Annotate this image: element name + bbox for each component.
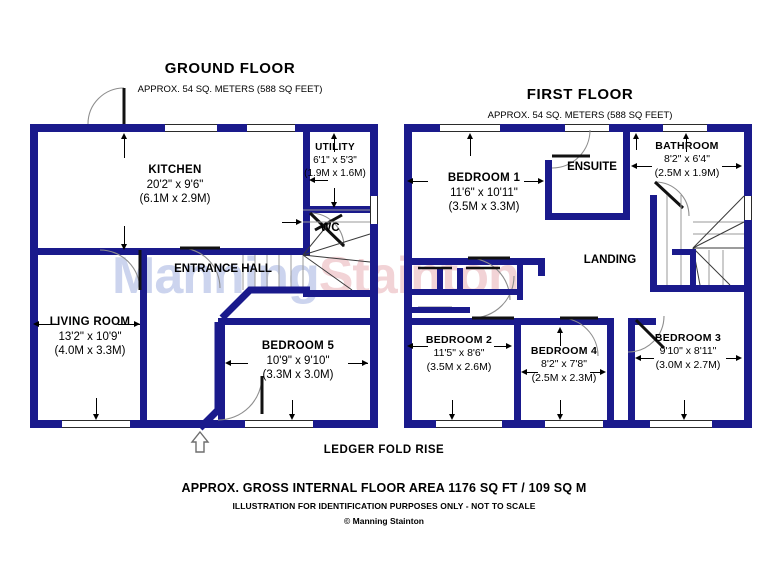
- room-bathroom-metric: (2.5M x 1.9M): [654, 166, 720, 179]
- gf-window-top-1: [165, 124, 217, 132]
- room-bedroom3-imperial: 9'10" x 8'11": [659, 345, 717, 358]
- room-utility-metric: (1.9M x 1.6M): [304, 167, 366, 179]
- room-bedroom4: BEDROOM 4 8'2" x 7'8" (2.5M x 2.3M): [515, 345, 613, 385]
- gf-wall-hall-angled: [197, 322, 222, 431]
- room-living-imperial: 13'2" x 10'9": [58, 330, 122, 343]
- gf-window-bottom-2: [245, 420, 313, 428]
- room-bathroom-imperial: 8'2" x 6'4": [664, 153, 710, 166]
- room-utility-imperial: 6'1" x 5'3": [313, 154, 357, 166]
- ff-wall-landing-right: [650, 285, 744, 292]
- room-bedroom2-metric: (3.5M x 2.6M): [426, 360, 492, 373]
- room-kitchen: KITCHEN 20'2" x 9'6" (6.1M x 2.9M): [110, 163, 240, 207]
- ff-wall-bed2-top: [404, 318, 514, 325]
- gf-wall-living-stub: [140, 248, 172, 255]
- gf-wall-bed5-top: [218, 318, 370, 325]
- room-bathroom-name: BATHROOM: [655, 140, 719, 152]
- ff-stair-winder: [692, 247, 701, 286]
- ground-floor-subtitle: APPROX. 54 SQ. METERS (588 SQ FEET): [137, 84, 323, 95]
- room-bedroom4-metric: (2.5M x 2.3M): [531, 371, 597, 384]
- gf-window-bottom-1: [62, 420, 130, 428]
- disclaimer-text: ILLUSTRATION FOR IDENTIFICATION PURPOSES…: [232, 501, 536, 511]
- gf-wall-left: [30, 124, 38, 428]
- room-bedroom1-metric: (3.5M x 3.3M): [448, 201, 520, 214]
- gf-wall-hall-lower: [303, 290, 370, 297]
- room-living-name: LIVING ROOM: [49, 316, 131, 328]
- street-name: LEDGER FOLD RISE: [323, 444, 445, 456]
- ff-bathroom-door-leaf: [653, 180, 685, 210]
- ff-wall-bathroom-left: [623, 124, 630, 220]
- ff-wall-bed2-right: [514, 318, 521, 420]
- room-bedroom4-imperial: 8'2" x 7'8": [541, 358, 587, 371]
- room-bedroom2-imperial: 11'5" x 8'6": [433, 347, 485, 360]
- gf-wall-kitchen-hall: [172, 248, 310, 255]
- ff-stair-winder: [692, 221, 745, 249]
- room-kitchen-metric: (6.1M x 2.9M): [139, 193, 211, 206]
- room-bedroom1: BEDROOM 1 11'6" x 10'11" (3.5M x 3.3M): [424, 171, 544, 215]
- room-bedroom1-name: BEDROOM 1: [447, 172, 521, 184]
- room-living-metric: (4.0M x 3.3M): [54, 345, 126, 358]
- ff-wall-bed3-left: [628, 318, 635, 420]
- ff-wall-bed1-bottom-stub: [538, 258, 545, 276]
- room-bathroom: BATHROOM 8'2" x 6'4" (2.5M x 1.9M): [628, 140, 746, 180]
- room-utility: UTILITY 6'1" x 5'3" (1.9M x 1.6M): [292, 142, 378, 180]
- ff-wall-left: [404, 124, 412, 428]
- room-bedroom5: BEDROOM 5 10'9" x 9'10" (3.3M x 3.0M): [233, 339, 363, 383]
- room-kitchen-imperial: 20'2" x 9'6": [146, 178, 204, 191]
- first-floor-subtitle: APPROX. 54 SQ. METERS (588 SQ FEET): [487, 110, 673, 121]
- room-landing: LANDING: [583, 254, 637, 266]
- room-utility-name: UTILITY: [315, 142, 355, 153]
- room-bedroom5-name: BEDROOM 5: [261, 340, 335, 352]
- room-ensuite: ENSUITE: [567, 161, 617, 173]
- room-bedroom3-name: BEDROOM 3: [654, 332, 722, 344]
- room-kitchen-name: KITCHEN: [148, 164, 202, 176]
- room-bedroom1-imperial: 11'6" x 10'11": [450, 186, 518, 199]
- ff-window-top-1: [440, 124, 500, 132]
- ff-wall-right: [744, 124, 752, 428]
- gf-wall-right: [370, 124, 378, 428]
- first-floor-title: FIRST FLOOR: [526, 86, 634, 103]
- ground-floor-title: GROUND FLOOR: [164, 60, 296, 77]
- gf-wall-utility-bottom: [303, 206, 370, 213]
- room-entrance-hall-name: ENTRANCE HALL: [174, 263, 272, 275]
- ff-window-bottom-2: [545, 420, 603, 428]
- room-entrance-hall: ENTRANCE HALL: [168, 262, 278, 277]
- gf-wall-living-right: [140, 255, 147, 420]
- ff-wall-stairs-left: [650, 195, 657, 292]
- room-wc: WC: [320, 222, 340, 234]
- ff-wall-bed4-right: [607, 318, 614, 420]
- ff-wall-bed4-top: [514, 318, 614, 325]
- gf-wall-bed5-left: [218, 318, 225, 420]
- room-bedroom2: BEDROOM 2 11'5" x 8'6" (3.5M x 2.6M): [404, 334, 514, 374]
- room-living: LIVING ROOM 13'2" x 10'9" (4.0M x 3.3M): [38, 315, 142, 359]
- ff-bathroom-door-arc: [654, 181, 690, 217]
- gf-wall-utility-left: [303, 124, 310, 256]
- ff-wall-bed1-bottom: [404, 258, 544, 265]
- copyright-text: © Manning Stainton: [344, 516, 424, 526]
- ff-window-bottom-1: [436, 420, 502, 428]
- ff-wall-ensuite-bottom: [545, 213, 630, 220]
- ff-window-right: [744, 196, 752, 220]
- floor-area-total: APPROX. GROSS INTERNAL FLOOR AREA 1176 S…: [181, 481, 587, 495]
- gf-window-top-2: [247, 124, 295, 132]
- room-bedroom5-metric: (3.3M x 3.0M): [262, 369, 334, 382]
- room-bedroom3-metric: (3.0M x 2.7M): [655, 358, 721, 371]
- room-bedroom5-imperial: 10'9" x 9'10": [266, 354, 330, 367]
- room-bedroom2-name: BEDROOM 2: [425, 334, 493, 346]
- ff-wall-bed1-right-upper: [545, 160, 552, 220]
- ff-window-top-2: [565, 124, 609, 132]
- gf-wall-kitchen-living: [30, 248, 140, 255]
- ff-window-bottom-3: [650, 420, 712, 428]
- ff-stair-winder: [692, 195, 745, 249]
- gf-window-right: [370, 196, 378, 224]
- ff-stair-newel: [672, 249, 696, 285]
- ff-window-top-3: [663, 124, 707, 132]
- room-bedroom3: BEDROOM 3 9'10" x 8'11" (3.0M x 2.7M): [634, 332, 742, 372]
- room-bedroom4-name: BEDROOM 4: [530, 345, 598, 357]
- ff-stair-winder: [692, 247, 731, 286]
